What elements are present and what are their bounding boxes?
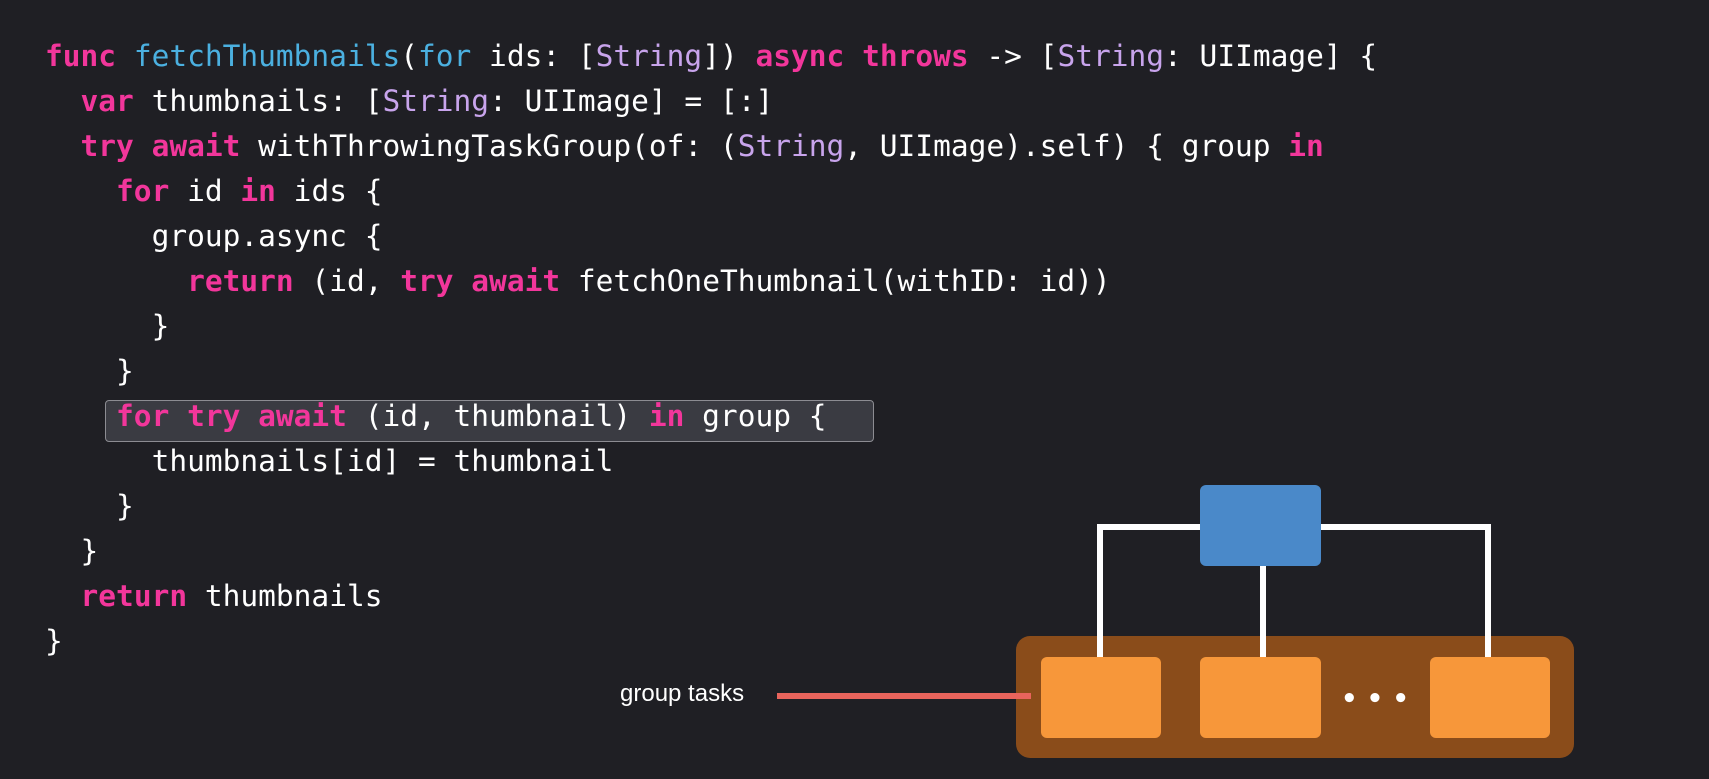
- code-line: }: [45, 619, 63, 663]
- code-line: func fetchThumbnails(for ids: [String]) …: [45, 34, 1377, 78]
- code-token: fetchOneThumbnail(withID: id)): [560, 264, 1111, 298]
- code-token: -> [: [968, 39, 1058, 73]
- code-token: (: [400, 39, 418, 73]
- code-token: : UIImage] {: [1164, 39, 1378, 73]
- code-token: async throws: [755, 39, 969, 73]
- code-token: , UIImage).self) { group: [844, 129, 1289, 163]
- group-tasks-label: group tasks: [620, 680, 745, 707]
- code-token: try await: [80, 129, 241, 163]
- code-token: try await: [400, 264, 561, 298]
- code-line: }: [45, 304, 170, 348]
- code-token: }: [45, 309, 170, 343]
- code-line: return thumbnails: [45, 574, 383, 618]
- code-line: return (id, try await fetchOneThumbnail(…: [45, 259, 1111, 303]
- code-token: thumbnails: [187, 579, 383, 613]
- code-token: String: [1057, 39, 1165, 73]
- code-line-highlighted: for try await (id, thumbnail) in group {: [45, 394, 827, 438]
- code-line: thumbnails[id] = thumbnail: [45, 439, 614, 483]
- code-token: var: [80, 84, 134, 118]
- code-token: for try await: [116, 399, 347, 433]
- code-token: return: [80, 579, 188, 613]
- code-token: func: [45, 39, 134, 73]
- code-token: id: [169, 174, 241, 208]
- code-line: }: [45, 484, 134, 528]
- code-line: }: [45, 529, 99, 573]
- code-token: thumbnails: [: [133, 84, 383, 118]
- code-token: }: [45, 354, 134, 388]
- code-token: fetchThumbnails: [133, 39, 401, 73]
- code-token: }: [45, 624, 63, 658]
- code-line: try await withThrowingTaskGroup(of: (Str…: [45, 124, 1324, 168]
- child-task-box: [1041, 657, 1161, 738]
- code-token: return: [187, 264, 294, 298]
- code-line: for id in ids {: [45, 169, 383, 213]
- code-token: String: [382, 84, 490, 118]
- code-token: thumbnails[id] = thumbnail: [45, 444, 614, 478]
- child-task-box: [1430, 657, 1550, 738]
- code-token: ids {: [275, 174, 383, 208]
- code-token: ids: [: [471, 39, 596, 73]
- code-token: }: [45, 489, 134, 523]
- parent-task-box: [1200, 485, 1321, 566]
- ellipsis-indicator: • • •: [1341, 684, 1409, 714]
- code-line: var thumbnails: [String: UIImage] = [:]: [45, 79, 774, 123]
- code-token: String: [595, 39, 703, 73]
- code-token: in: [240, 174, 276, 208]
- code-token: (id,: [293, 264, 401, 298]
- code-line: group.async {: [45, 214, 383, 258]
- highlighted-line-box: [105, 400, 874, 442]
- code-token: : UIImage] = [:]: [489, 84, 774, 118]
- code-token: (id, thumbnail): [346, 399, 649, 433]
- code-token: group.async {: [45, 219, 383, 253]
- child-task-box: [1200, 657, 1321, 738]
- code-line: }: [45, 349, 134, 393]
- code-token: withThrowingTaskGroup(of: (: [240, 129, 738, 163]
- code-token: in: [648, 399, 685, 433]
- code-token: String: [737, 129, 845, 163]
- code-token: }: [45, 534, 99, 568]
- code-token: for: [116, 174, 170, 208]
- code-token: ]): [702, 39, 756, 73]
- code-token: for: [418, 39, 472, 73]
- code-token: group {: [684, 399, 827, 433]
- code-token: in: [1288, 129, 1324, 163]
